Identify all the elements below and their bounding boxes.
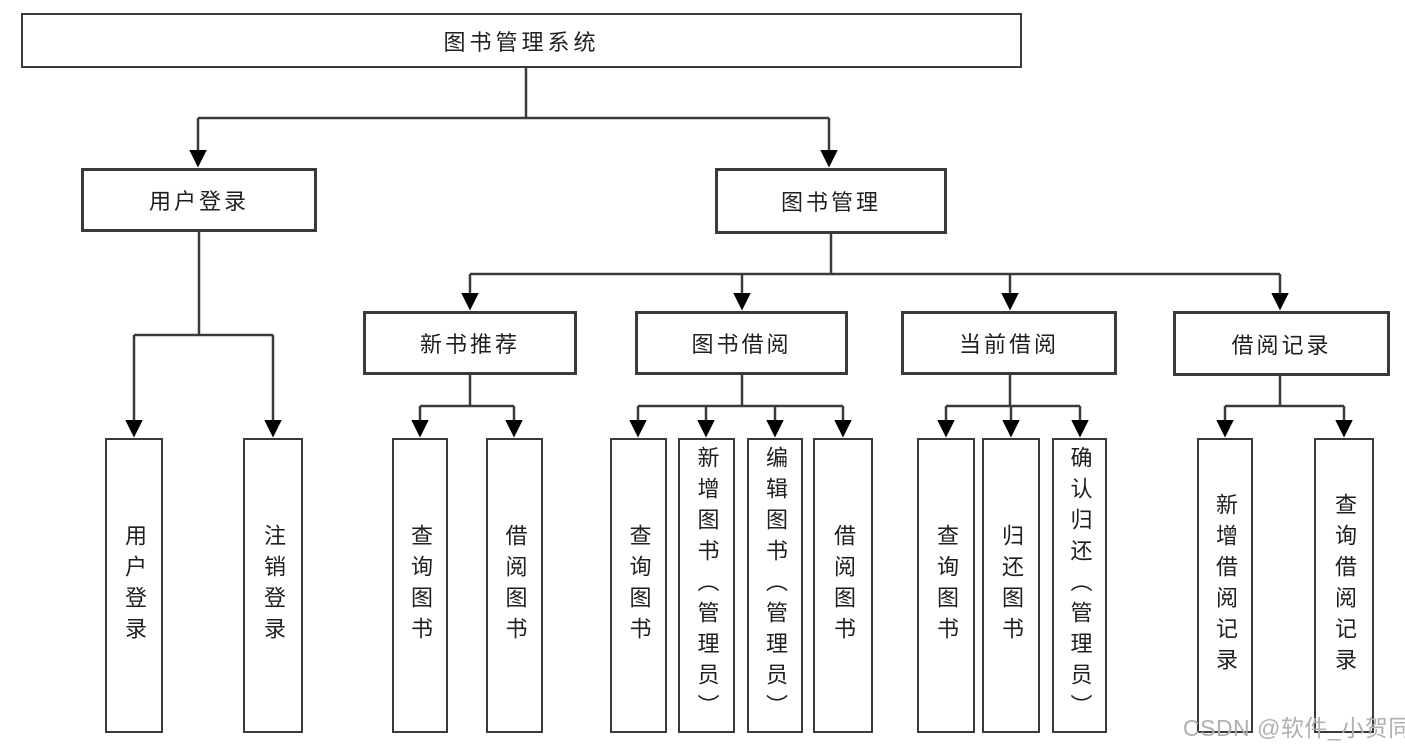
node-new-book-recommend-label: 新书推荐 <box>419 332 520 357</box>
connector-bookborrow-to-leaves <box>638 375 843 408</box>
leaf-borrow-do: 借阅图书 <box>813 438 873 733</box>
node-book-management-label: 图书管理 <box>780 190 881 215</box>
leaf-record-add-label: 新增借阅记录 <box>1213 492 1238 679</box>
node-user-login: 用户登录 <box>81 168 317 232</box>
leaf-borrow-do-label: 借阅图书 <box>831 523 856 648</box>
node-book-borrow-label: 图书借阅 <box>691 332 792 357</box>
leaf-current-query-label: 查询图书 <box>934 523 959 648</box>
node-user-login-label: 用户登录 <box>148 189 249 214</box>
node-book-management: 图书管理 <box>715 168 947 234</box>
node-book-borrow: 图书借阅 <box>635 311 848 375</box>
leaf-record-query-label: 查询借阅记录 <box>1332 492 1357 679</box>
leaf-current-confirm-admin: 确认归还（管理员） <box>1052 438 1107 733</box>
node-root-library-system: 图书管理系统 <box>21 13 1022 68</box>
csdn-watermark: CSDN @软件_小贺同学 <box>1183 715 1405 741</box>
connector-userlogin-to-leaves <box>134 232 273 337</box>
leaf-newbook-query-label: 查询图书 <box>408 523 433 648</box>
leaf-newbook-borrow: 借阅图书 <box>486 438 543 733</box>
connector-bookmgmt-to-level3 <box>470 234 1280 276</box>
leaf-newbook-borrow-label: 借阅图书 <box>502 523 528 648</box>
leaf-record-query: 查询借阅记录 <box>1314 438 1374 733</box>
node-current-borrow-label: 当前借阅 <box>958 332 1059 357</box>
node-borrow-record-label: 借阅记录 <box>1231 332 1332 358</box>
leaf-current-confirm-admin-label: 确认归还（管理员） <box>1067 446 1093 725</box>
connector-newbook-to-leaves <box>420 375 514 408</box>
connector-currentborrow-to-leaves <box>946 375 1080 408</box>
leaf-user-login-label: 用户登录 <box>122 523 147 648</box>
leaf-newbook-query: 查询图书 <box>392 438 448 733</box>
leaf-current-query: 查询图书 <box>917 438 975 733</box>
leaf-record-add: 新增借阅记录 <box>1197 438 1253 733</box>
leaf-borrow-query: 查询图书 <box>610 438 667 733</box>
leaf-user-login: 用户登录 <box>105 438 163 733</box>
connector-borrowrecord-to-leaves <box>1225 376 1344 408</box>
connector-root-to-level2 <box>198 68 829 120</box>
node-current-borrow: 当前借阅 <box>901 311 1117 375</box>
leaf-logout: 注销登录 <box>243 438 303 733</box>
node-new-book-recommend: 新书推荐 <box>363 311 577 375</box>
leaf-borrow-query-label: 查询图书 <box>626 523 652 648</box>
leaf-borrow-edit-admin-label: 编辑图书（管理员） <box>763 446 788 725</box>
leaf-borrow-edit-admin: 编辑图书（管理员） <box>747 438 803 733</box>
leaf-current-return-label: 归还图书 <box>999 523 1024 648</box>
leaf-borrow-add-admin: 新增图书（管理员） <box>678 438 735 733</box>
node-root-label: 图书管理系统 <box>443 29 600 55</box>
leaf-current-return: 归还图书 <box>982 438 1040 733</box>
node-borrow-record: 借阅记录 <box>1173 311 1390 376</box>
leaf-borrow-add-admin-label: 新增图书（管理员） <box>694 446 720 725</box>
leaf-logout-label: 注销登录 <box>261 523 286 648</box>
